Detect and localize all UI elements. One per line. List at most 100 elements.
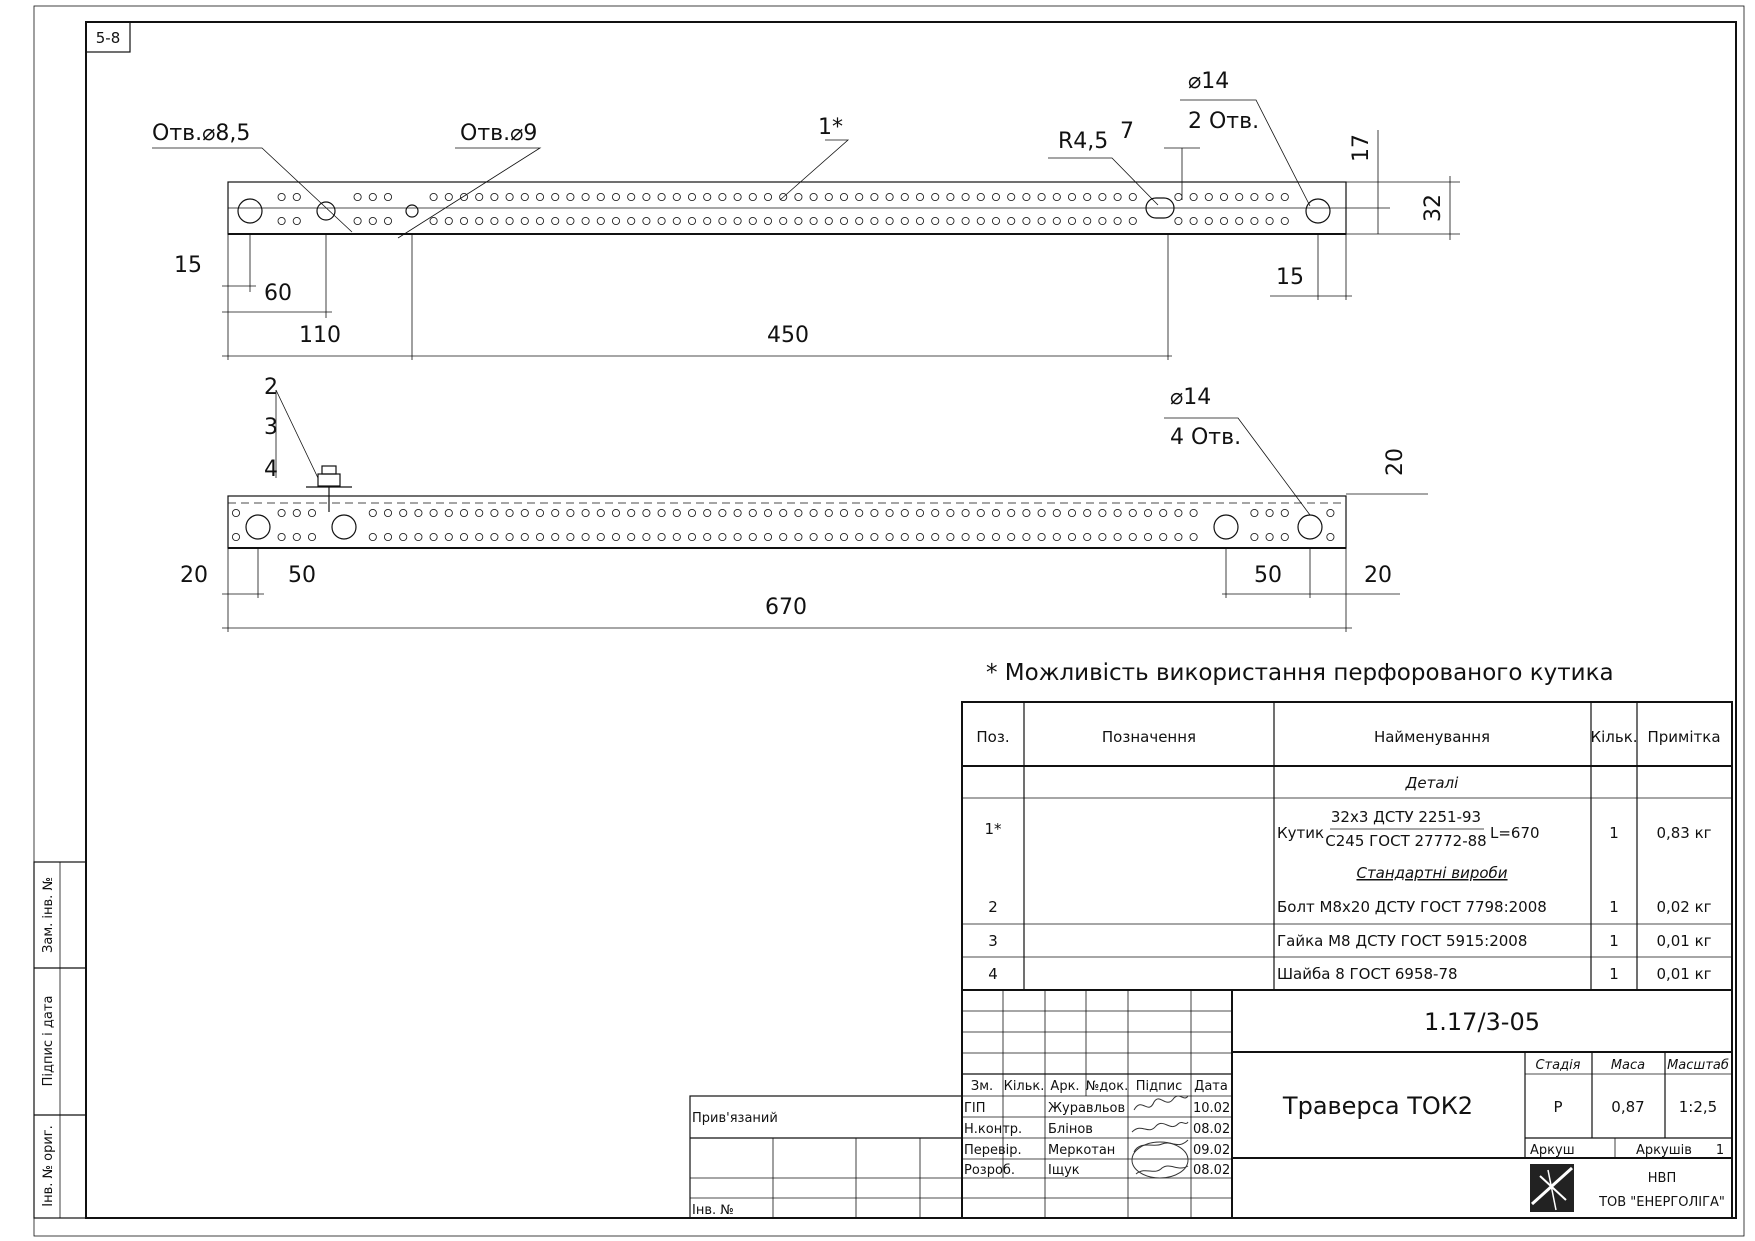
- perforation-hole: [307, 508, 317, 518]
- label-sheets: Аркушів: [1636, 1143, 1692, 1158]
- perforation-hole: [1235, 216, 1244, 226]
- perforation-hole: [520, 192, 529, 202]
- perforation-hole: [231, 532, 241, 542]
- perforation-hole: [1250, 192, 1259, 202]
- perforation-hole: [459, 508, 469, 518]
- perforation-hole: [687, 192, 697, 202]
- role-rozrob: Розроб.: [964, 1163, 1015, 1178]
- perforation-hole: [839, 508, 849, 518]
- perforation-hole: [885, 508, 894, 518]
- perforation-hole: [946, 216, 955, 226]
- perforation-hole: [399, 508, 408, 518]
- perforation-hole: [1067, 192, 1077, 202]
- label-part-ref: 1*: [818, 115, 843, 140]
- row4-qty: 1: [1609, 965, 1619, 983]
- perforation-hole: [231, 508, 241, 518]
- perforation-hole: [475, 192, 484, 202]
- label-slot-radius: R4,5: [1058, 129, 1108, 154]
- perforation-hole: [839, 216, 849, 226]
- perforation-hole: [1250, 216, 1259, 226]
- perforation-hole: [657, 192, 666, 202]
- bolt-hole-9: [405, 204, 419, 218]
- perforation-hole: [946, 532, 955, 542]
- perforation-hole: [1052, 192, 1061, 202]
- perforation-hole: [657, 216, 666, 226]
- row1-pos: 1*: [984, 820, 1002, 838]
- perforation-hole: [779, 192, 788, 202]
- perforation-hole: [931, 216, 940, 226]
- perforation-hole: [475, 532, 484, 542]
- top-view: Отв.⌀8,5 Отв.⌀9 1* R4,5 7 ⌀14 2 Отв. 17 …: [152, 69, 1460, 360]
- label-holes-count: 2 Отв.: [1188, 109, 1259, 134]
- label-mass: Маса: [1611, 1058, 1645, 1073]
- label-scale: Масштаб: [1667, 1058, 1729, 1073]
- bolt-assembly: [306, 465, 352, 512]
- perforation-hole: [1280, 216, 1289, 226]
- perforation-hole: [444, 532, 453, 542]
- row1-suffix: L=670: [1490, 824, 1540, 842]
- perforation-hole: [748, 532, 757, 542]
- perforation-hole: [399, 532, 408, 542]
- perforation-hole: [763, 508, 773, 518]
- perforation-hole: [1052, 508, 1061, 518]
- perforation-hole: [368, 192, 377, 202]
- col-header-qty: Кільк.: [1004, 1079, 1045, 1094]
- title-block: Зм. Кільк. Арк. №док. Підпис Дата ГІП Жу…: [961, 989, 1733, 1219]
- perforation-hole: [535, 192, 545, 202]
- row3-pos: 3: [988, 932, 998, 950]
- perforation-hole: [779, 216, 788, 226]
- col-header-sign: Підпис: [1136, 1079, 1182, 1094]
- perforation-hole: [1083, 508, 1092, 518]
- perforation-hole: [748, 216, 757, 226]
- perforation-hole: [627, 532, 636, 542]
- perforation-hole: [1128, 532, 1137, 542]
- callout-4: 4: [264, 457, 278, 482]
- perforation-hole: [277, 532, 286, 542]
- perforation-hole: [1007, 216, 1016, 226]
- perforated-angle-note: * Можливість використання перфорованого …: [986, 660, 1614, 686]
- perforation-hole: [1007, 508, 1016, 518]
- perforation-hole: [976, 532, 985, 542]
- perforation-hole: [1113, 216, 1122, 226]
- perforation-hole: [1037, 508, 1046, 518]
- perforation-hole: [870, 216, 879, 226]
- perforation-hole: [870, 508, 879, 518]
- perforation-hole: [733, 192, 742, 202]
- perforation-hole: [915, 216, 925, 226]
- name-gip: Журавльов: [1048, 1101, 1125, 1116]
- perforation-hole: [1128, 216, 1137, 226]
- row4-name: Шайба 8 ГОСТ 6958-78: [1277, 965, 1458, 983]
- perforation-hole: [1280, 532, 1289, 542]
- perforation-hole: [535, 532, 545, 542]
- bolt-hole-8-5: [316, 201, 336, 221]
- label-sheet: Аркуш: [1530, 1143, 1575, 1158]
- section-details: Деталі: [1405, 774, 1459, 792]
- row3-name: Гайка М8 ДСТУ ГОСТ 5915:2008: [1277, 932, 1527, 950]
- value-mass: 0,87: [1611, 1098, 1644, 1116]
- mount-hole-2: [331, 514, 357, 540]
- perforation-hole: [566, 508, 575, 518]
- perforation-hole: [611, 216, 621, 226]
- perforation-hole: [596, 192, 605, 202]
- value-scale: 1:2,5: [1679, 1098, 1717, 1116]
- perforation-hole: [596, 508, 605, 518]
- perforation-hole: [1113, 508, 1122, 518]
- mount-hole-right: [1305, 198, 1331, 224]
- perforation-hole: [642, 216, 651, 226]
- perforation-hole: [809, 508, 818, 518]
- perforation-hole: [1174, 192, 1183, 202]
- document-code: 1.17/3-05: [1424, 1008, 1540, 1036]
- date-rozrob: 08.02: [1193, 1163, 1230, 1178]
- perforation-hole: [1265, 216, 1274, 226]
- perforation-hole: [855, 508, 864, 518]
- name-nkontr: Блінов: [1048, 1122, 1093, 1137]
- role-perevir: Перевір.: [964, 1143, 1022, 1158]
- perforation-hole: [1265, 532, 1274, 542]
- perforation-hole: [414, 508, 423, 518]
- col-header-sheet: Арк.: [1050, 1079, 1079, 1094]
- perforation-hole: [1067, 532, 1077, 542]
- mount-hole-4: [1297, 514, 1323, 540]
- perforation-hole: [976, 508, 985, 518]
- perforation-hole: [870, 532, 879, 542]
- perforation-hole: [383, 508, 393, 518]
